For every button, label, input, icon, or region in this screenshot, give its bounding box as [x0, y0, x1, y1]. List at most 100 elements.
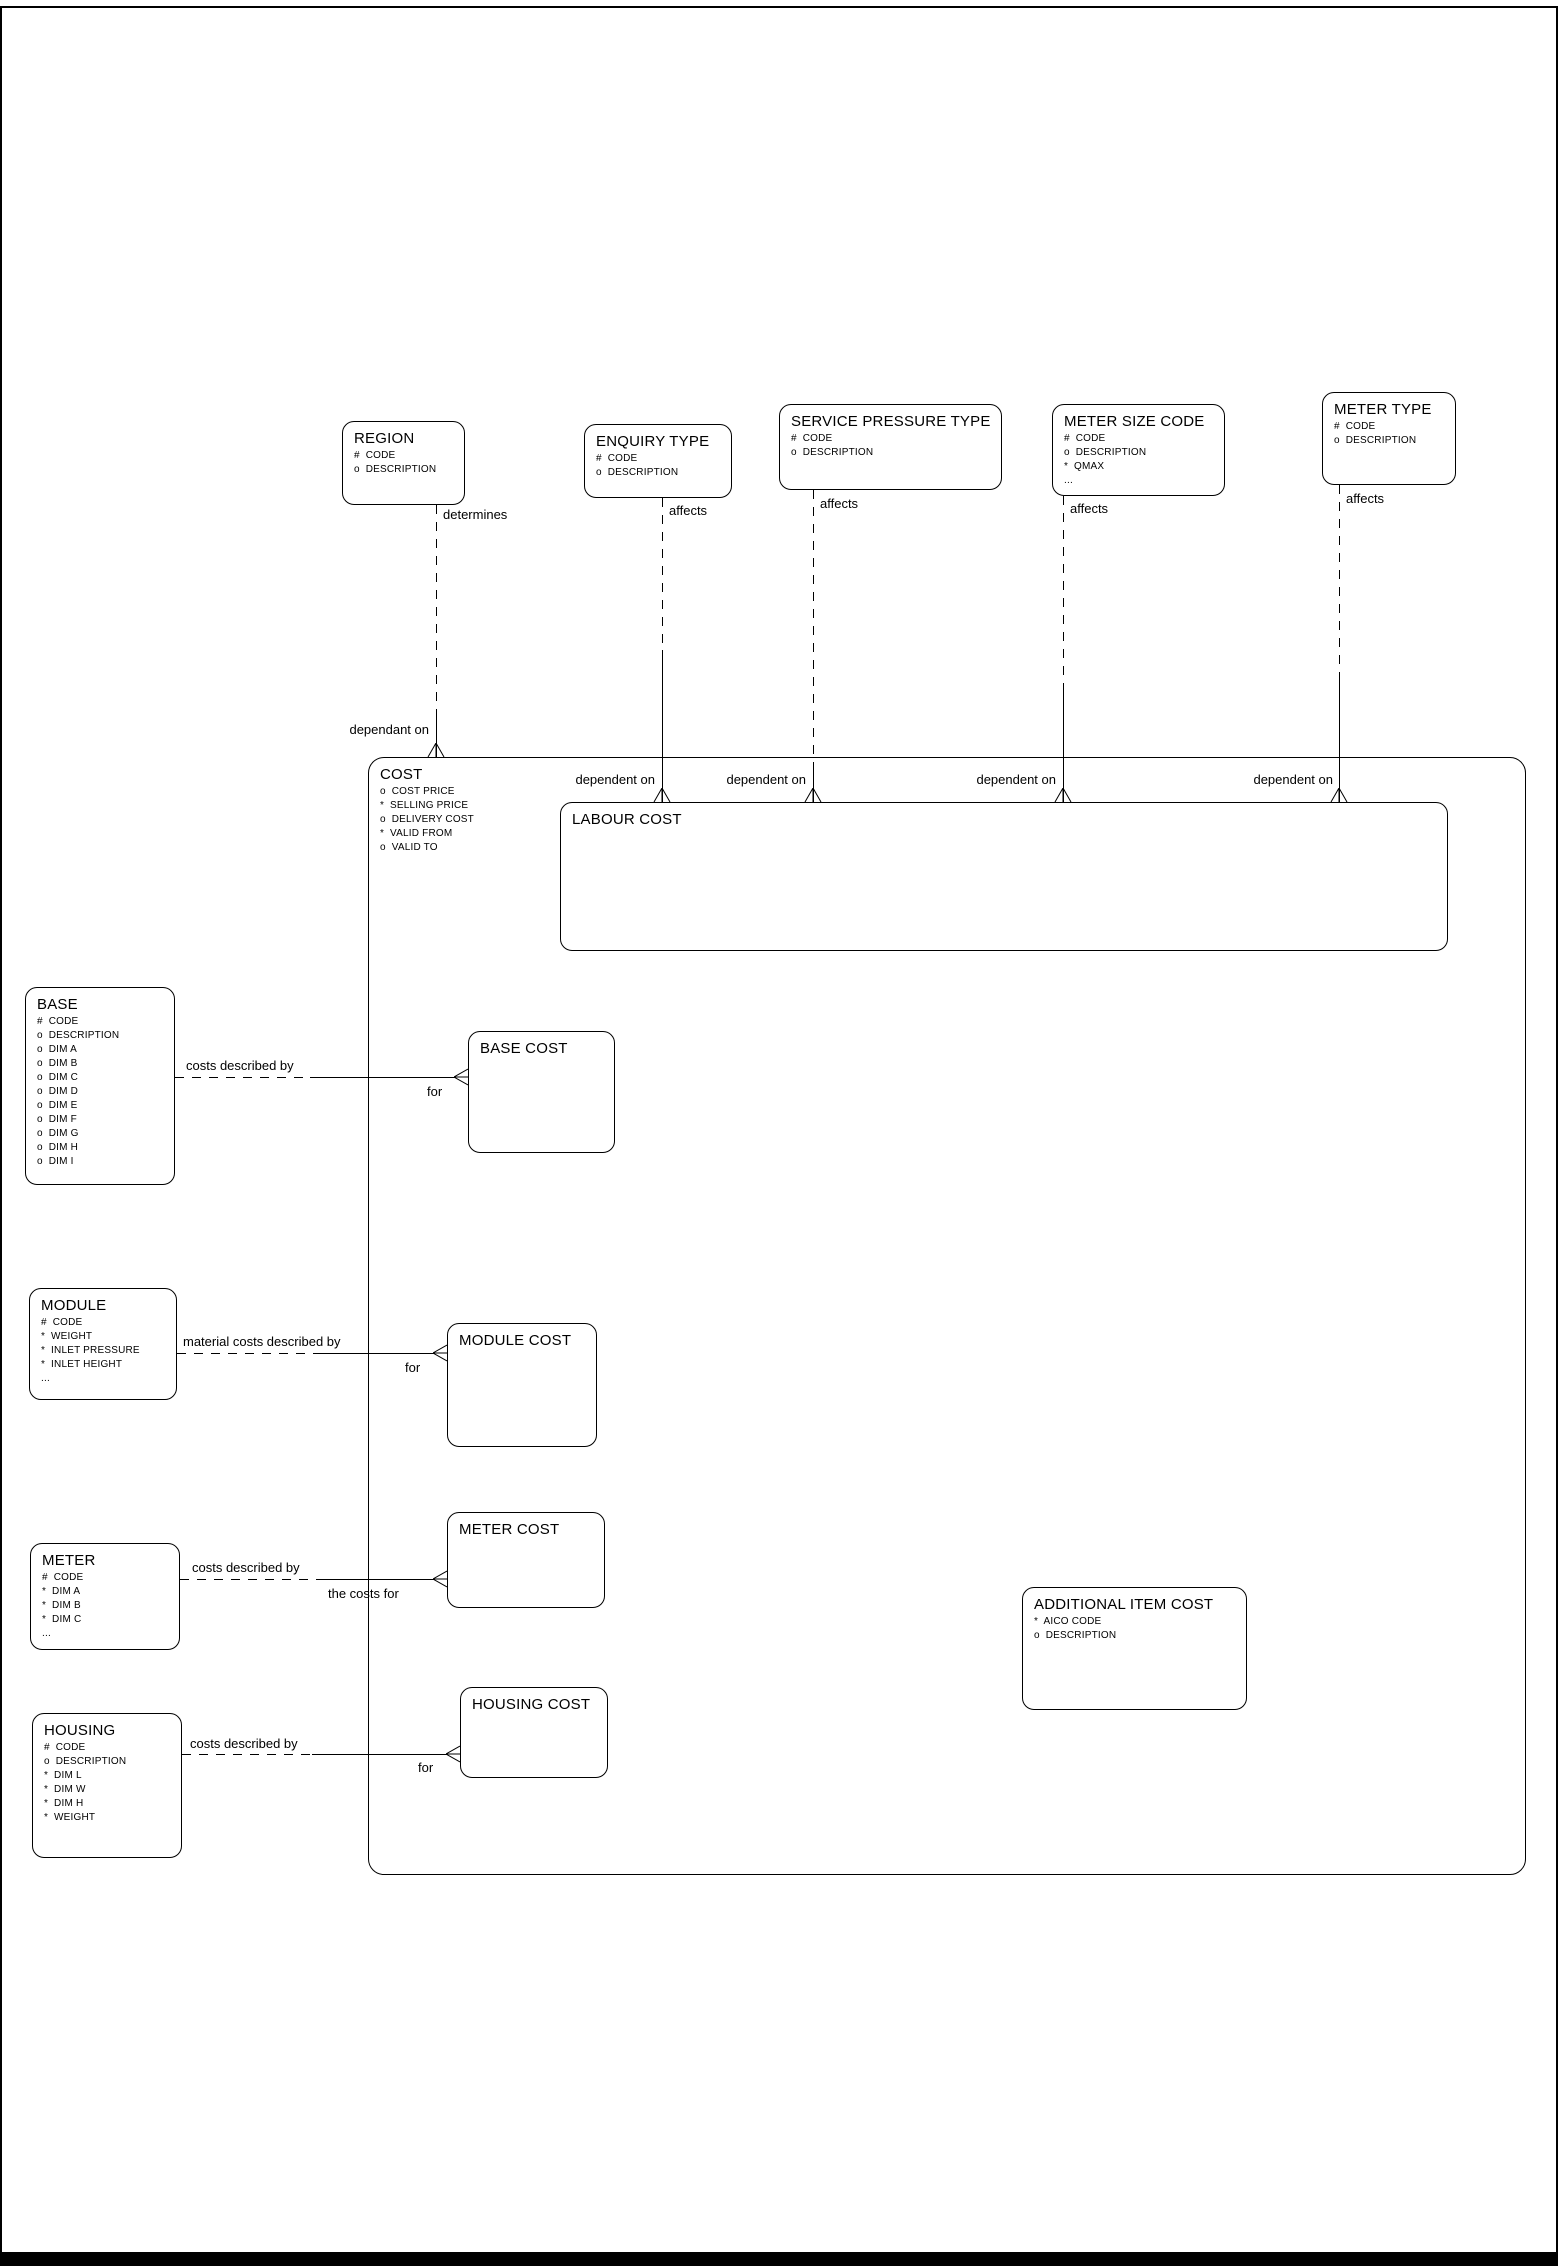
entity-title: COST — [380, 766, 423, 783]
relationship-line-service-labour-solid — [813, 765, 814, 802]
attribute-row: o COST PRICE — [380, 786, 455, 797]
label-the-costs-for: the costs for — [328, 1586, 399, 1601]
crow-foot-metertype-labour — [1330, 788, 1348, 802]
entity-title: METER TYPE — [1334, 401, 1432, 418]
attribute-list: * AICO CODE o DESCRIPTION — [1034, 1615, 1237, 1643]
attribute-row: o DIM A — [37, 1044, 77, 1055]
entity-housing-cost[interactable]: HOUSING COST — [460, 1687, 608, 1778]
relationship-line-meter-metercost-solid — [318, 1579, 434, 1580]
attribute-row: * SELLING PRICE — [380, 800, 469, 811]
entity-module[interactable]: MODULE # CODE* WEIGHT* INLET PRESSURE* I… — [29, 1288, 177, 1400]
frame-bottom-bar — [0, 2252, 1558, 2266]
relationship-line-housing-housingcost-solid — [312, 1754, 447, 1755]
label-affects-service: affects — [820, 496, 859, 511]
attribute-row: ... — [41, 1373, 50, 1384]
entity-title: METER SIZE CODE — [1064, 413, 1205, 430]
entity-title: LABOUR COST — [572, 811, 682, 828]
relationship-line-base-basecost-solid — [310, 1077, 455, 1078]
crow-foot-service-labour — [804, 788, 822, 802]
attribute-list: o COST PRICE * SELLING PRICE o DELIVERY CO… — [380, 785, 1516, 855]
attribute-row: * AICO CODE — [1034, 1616, 1102, 1627]
crow-foot-housing-cost — [446, 1745, 460, 1763]
attribute-row: ... — [1064, 475, 1073, 486]
entity-meter-type[interactable]: METER TYPE # CODE o DESCRIPTION — [1322, 392, 1456, 485]
attribute-row: o DIM F — [37, 1114, 77, 1125]
label-costs-described-by-housing: costs described by — [190, 1736, 298, 1751]
relationship-line-module-modulecost-solid — [320, 1353, 434, 1354]
label-affects-enquiry: affects — [669, 503, 708, 518]
entity-title: HOUSING — [44, 1722, 116, 1739]
entity-module-cost[interactable]: MODULE COST — [447, 1323, 597, 1447]
label-for-base: for — [427, 1084, 443, 1099]
entity-title: BASE — [37, 996, 78, 1013]
attribute-row: o DESCRIPTION — [791, 447, 874, 458]
attribute-row: * INLET PRESSURE — [41, 1345, 140, 1356]
relationship-line-module-modulecost-dashed — [177, 1353, 320, 1354]
relationship-line-metersize-labour-solid — [1063, 690, 1064, 802]
label-costs-described-by-base: costs described by — [186, 1058, 294, 1073]
label-material-costs-described-by: material costs described by — [183, 1334, 341, 1349]
attribute-row: # CODE — [44, 1742, 86, 1753]
entity-meter-cost[interactable]: METER COST — [447, 1512, 605, 1608]
relationship-line-enquiry-labour-dashed — [662, 498, 663, 650]
entity-base-cost[interactable]: BASE COST — [468, 1031, 615, 1153]
attribute-row: o DIM H — [37, 1142, 79, 1153]
attribute-row: ... — [42, 1628, 51, 1639]
attribute-row: o DESCRIPTION — [354, 464, 437, 475]
relationship-line-enquiry-labour-solid — [662, 650, 663, 802]
attribute-list: # CODE o DESCRIPTION — [1334, 420, 1446, 448]
attribute-row: o DIM C — [37, 1072, 79, 1083]
attribute-row: # CODE — [37, 1016, 79, 1027]
entity-title: METER COST — [459, 1521, 560, 1538]
label-dependant-on: dependant on — [349, 722, 429, 737]
entity-service-pressure-type[interactable]: SERVICE PRESSURE TYPE # CODE o DESCRIPTIO… — [779, 404, 1002, 490]
relationship-line-metertype-labour-solid — [1339, 680, 1340, 802]
attribute-row: o DESCRIPTION — [1034, 1630, 1117, 1641]
attribute-row: # CODE — [791, 433, 833, 444]
attribute-list: # CODE o DESCRIPTION — [596, 452, 722, 480]
frame-left-border — [0, 6, 2, 2266]
frame-top-border — [0, 6, 1558, 8]
relationship-line-region-cost-dashed — [436, 505, 437, 710]
attribute-row: o DESCRIPTION — [37, 1030, 120, 1041]
attribute-row: o DESCRIPTION — [1334, 435, 1417, 446]
entity-title: HOUSING COST — [472, 1696, 591, 1713]
attribute-list: # CODE o DESCRIPTION o DIM A o DIM B o DIM C… — [37, 1015, 165, 1169]
attribute-row: o DIM I — [37, 1156, 74, 1167]
attribute-row: o DIM D — [37, 1086, 79, 1097]
relationship-line-base-basecost-dashed — [175, 1077, 310, 1078]
attribute-row: o DESCRIPTION — [596, 467, 679, 478]
label-dependent-on-metersize: dependent on — [976, 772, 1056, 787]
label-costs-described-by-meter: costs described by — [192, 1560, 300, 1575]
label-determines: determines — [443, 507, 508, 522]
label-dependent-on-enquiry: dependent on — [575, 772, 655, 787]
attribute-row: o DELIVERY COST — [380, 814, 474, 825]
entity-meter[interactable]: METER # CODE* DIM A* DIM B* DIM C... — [30, 1543, 180, 1650]
attribute-row: * QMAX — [1064, 461, 1105, 472]
entity-title: MODULE COST — [459, 1332, 572, 1349]
entity-title: SERVICE PRESSURE TYPE — [791, 413, 991, 430]
entity-title: METER — [42, 1552, 96, 1569]
attribute-row: # CODE — [1334, 421, 1376, 432]
attribute-row: * VALID FROM — [380, 828, 453, 839]
entity-base[interactable]: BASE # CODE o DESCRIPTION o DIM A o DIM B o … — [25, 987, 175, 1185]
attribute-row: # CODE — [42, 1572, 84, 1583]
relationship-line-metertype-labour-dashed — [1339, 485, 1340, 680]
attribute-row: o DIM B — [37, 1058, 78, 1069]
entity-title: BASE COST — [480, 1040, 568, 1057]
attribute-row: # CODE — [596, 453, 638, 464]
entity-labour-cost[interactable]: LABOUR COST — [560, 802, 1448, 951]
crow-foot-enquiry-labour — [653, 788, 671, 802]
attribute-row: * DIM B — [42, 1600, 81, 1611]
attribute-row: * DIM H — [44, 1798, 84, 1809]
entity-title: MODULE — [41, 1297, 107, 1314]
attribute-row: * WEIGHT — [41, 1331, 93, 1342]
label-dependent-on-service: dependent on — [726, 772, 806, 787]
